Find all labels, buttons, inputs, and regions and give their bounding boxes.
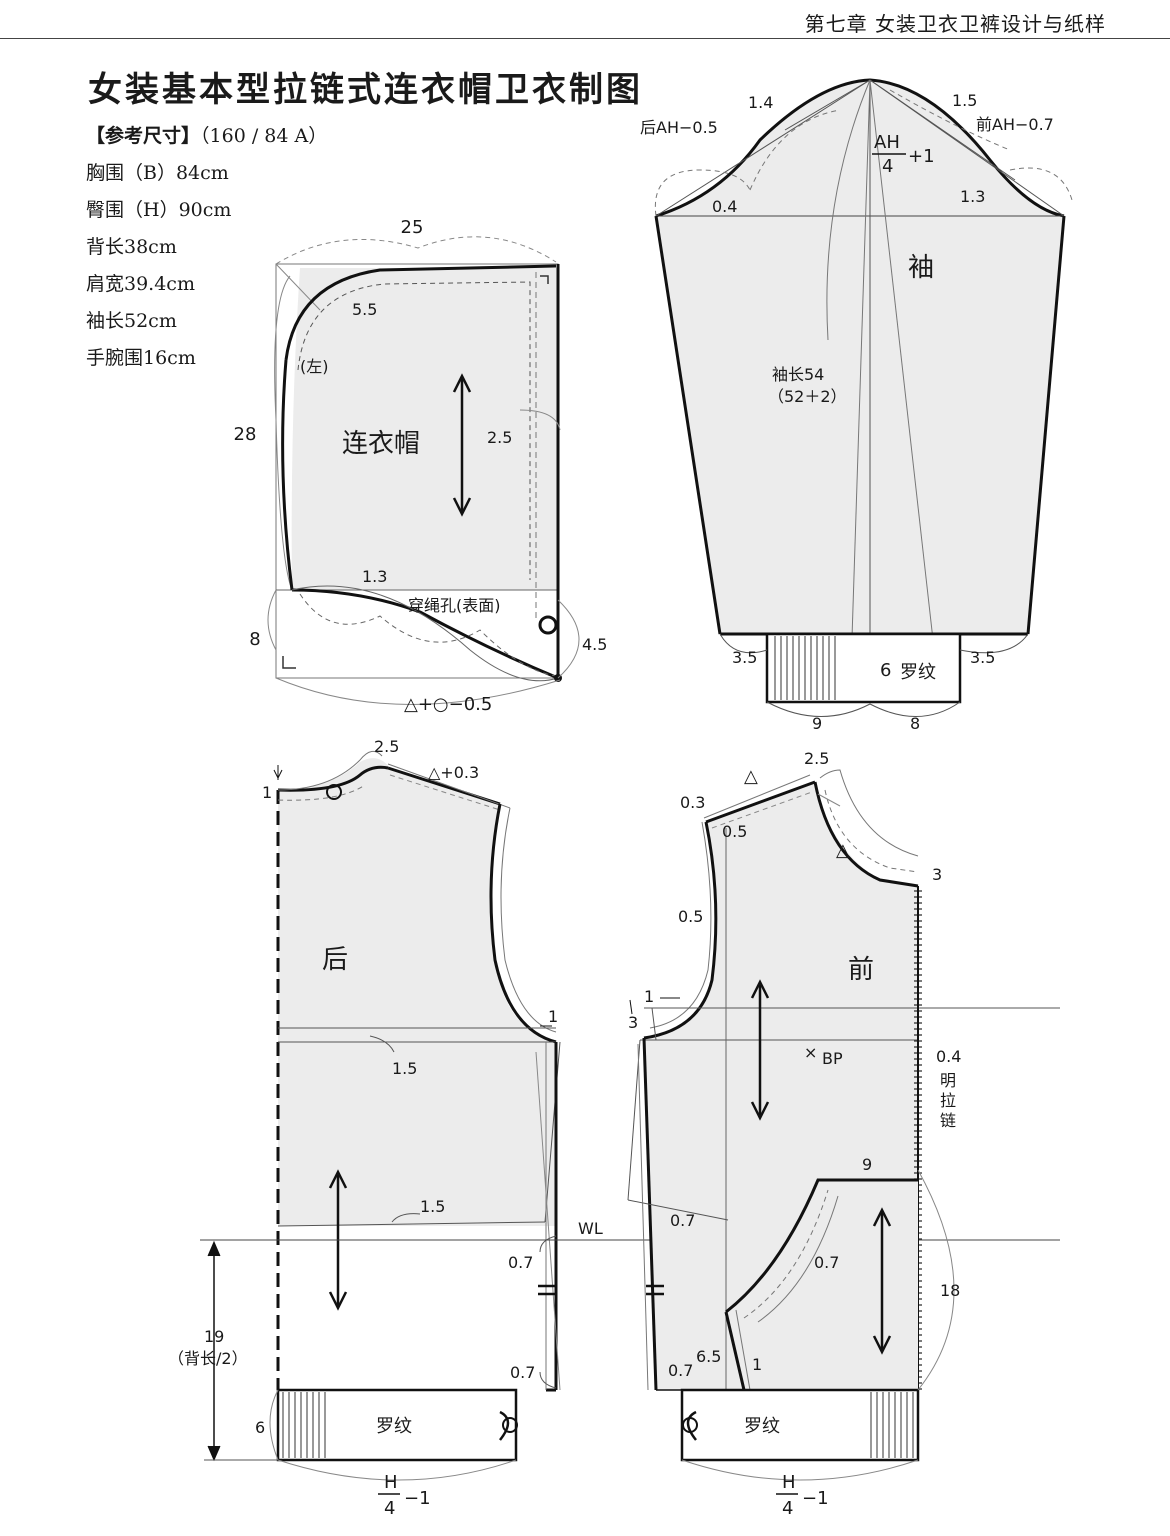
header-rule <box>0 38 1170 39</box>
front-pocket-07: 0.7 <box>814 1253 839 1272</box>
ref-size-item: 胸围（B）84cm <box>86 162 229 184</box>
hood-dip: 1.3 <box>362 567 387 586</box>
front-zip-2: 拉 <box>940 1091 956 1110</box>
sleeve-right-off: 3.5 <box>970 648 995 667</box>
sleeve-left-off: 3.5 <box>732 648 757 667</box>
sleeve-cap-den: 4 <box>882 156 893 177</box>
ref-size-item: 手腕围16cm <box>86 347 196 369</box>
hood-offset: 2.5 <box>487 428 512 447</box>
back-side-b: 0.7 <box>510 1363 535 1382</box>
front-hem-den: 4 <box>782 1498 793 1519</box>
back-arm-out: 1 <box>548 1007 558 1026</box>
front-bodice: × △ △ 2.5 0.3 0.5 3 0.5 1 3 前 BP 0.4 明 拉… <box>627 749 1060 1519</box>
ref-size-heading: 【参考尺寸】（160 / 84 A） <box>86 125 328 147</box>
sleeve-cuff-right: 8 <box>910 714 920 733</box>
front-zip-3: 链 <box>940 1111 956 1130</box>
front-label: 前 <box>848 955 874 985</box>
front-side-a: 0.7 <box>670 1211 695 1230</box>
back-rib-h: 6 <box>255 1418 265 1437</box>
hood-hole: 穿绳孔(表面) <box>408 596 501 615</box>
back-hem-minus: −1 <box>404 1488 431 1509</box>
front-neck-width: 2.5 <box>804 749 829 768</box>
chapter-header: 第七章 女装卫衣卫裤设计与纸样 <box>804 12 1106 36</box>
sleeve-cap-num: AH <box>874 132 900 153</box>
hood-neck-formula: △+○−0.5 <box>404 694 492 715</box>
back-bodice: 1 2.5 △+0.3 1 后 1.5 1.5 0.7 0.7 19 （背长/2… <box>168 737 1060 1519</box>
ref-size-item: 臀围（H）90cm <box>86 199 232 221</box>
back-shoulder-a: 2.5 <box>374 737 399 756</box>
front-arm-3: 3 <box>628 1013 638 1032</box>
back-length-note: （背长/2） <box>168 1349 248 1368</box>
front-pocket-h: 18 <box>940 1281 960 1300</box>
front-pocket-65: 6.5 <box>696 1347 721 1366</box>
front-rib: 罗纹 <box>744 1416 780 1437</box>
back-hem-num: H <box>384 1472 398 1493</box>
front-sh-03: 0.3 <box>680 793 705 812</box>
sleeve-b14: 1.4 <box>748 93 773 112</box>
waist-line-label: WL <box>578 1219 603 1238</box>
hood-left-tag: (左) <box>300 357 329 376</box>
back-shoulder-b: △+0.3 <box>428 763 479 782</box>
front-arm-1: 1 <box>644 987 654 1006</box>
front-arm-05: 0.5 <box>678 907 703 926</box>
sleeve-rib: 罗纹 <box>900 662 936 683</box>
back-length: 19 <box>204 1327 224 1346</box>
sleeve-length: 袖长54 <box>772 365 824 384</box>
back-label: 后 <box>322 945 348 975</box>
hood-piece: 25 28 8 5.5 (左) 连衣帽 2.5 1.3 穿绳孔(表面) 4.5 … <box>234 217 608 715</box>
sleeve-piece: 袖 后AH−0.5 前AH−0.7 1.4 1.5 0.4 1.3 AH 4 +… <box>640 78 1073 733</box>
back-rib: 罗纹 <box>376 1416 412 1437</box>
front-side-b: 0.7 <box>668 1361 693 1380</box>
front-zip-off: 0.4 <box>936 1047 961 1066</box>
ref-size-item: 袖长52cm <box>86 310 177 332</box>
ref-size-item: 肩宽39.4cm <box>86 273 195 295</box>
front-pocket-w: 9 <box>862 1155 872 1174</box>
hood-hole-dist: 4.5 <box>582 635 607 654</box>
hood-height: 28 <box>234 424 257 445</box>
front-hem-minus: −1 <box>802 1488 829 1509</box>
sleeve-cuff-left: 9 <box>812 714 822 733</box>
back-neck-drop: 1 <box>262 783 272 802</box>
sleeve-front-ah: 前AH−0.7 <box>976 115 1054 134</box>
back-waist-dip: 1.5 <box>420 1197 445 1216</box>
hood-hem: 8 <box>249 629 260 650</box>
sleeve-b04: 0.4 <box>712 197 737 216</box>
reference-sizes: 【参考尺寸】（160 / 84 A） 胸围（B）84cm 臀围（H）90cm 背… <box>86 118 327 377</box>
sleeve-b15: 1.5 <box>952 91 977 110</box>
front-neck-tri: △ <box>836 840 850 861</box>
sleeve-back-ah: 后AH−0.5 <box>640 118 718 137</box>
back-chest-dip: 1.5 <box>392 1059 417 1078</box>
front-sh-05: 0.5 <box>722 822 747 841</box>
hood-curve: 5.5 <box>352 300 377 319</box>
hood-label: 连衣帽 <box>342 429 420 459</box>
back-side-a: 0.7 <box>508 1253 533 1272</box>
hood-width: 25 <box>401 217 424 238</box>
front-hem-num: H <box>782 1472 796 1493</box>
sleeve-rib-h: 6 <box>880 660 891 681</box>
front-pocket-1: 1 <box>752 1355 762 1374</box>
front-neck-3: 3 <box>932 865 942 884</box>
sleeve-b13: 1.3 <box>960 187 985 206</box>
front-zip-1: 明 <box>940 1071 956 1090</box>
sleeve-label: 袖 <box>908 253 934 283</box>
ref-size-item: 背长38cm <box>86 236 177 258</box>
back-hem-den: 4 <box>384 1498 395 1519</box>
sleeve-cap-plus: +1 <box>908 146 935 167</box>
page-title: 女装基本型拉链式连衣帽卫衣制图 <box>88 70 643 110</box>
bp-cross: × <box>804 1043 817 1062</box>
front-bp: BP <box>822 1049 843 1068</box>
front-shoulder-tri: △ <box>744 766 758 787</box>
sleeve-length-note: （52＋2） <box>768 387 847 406</box>
